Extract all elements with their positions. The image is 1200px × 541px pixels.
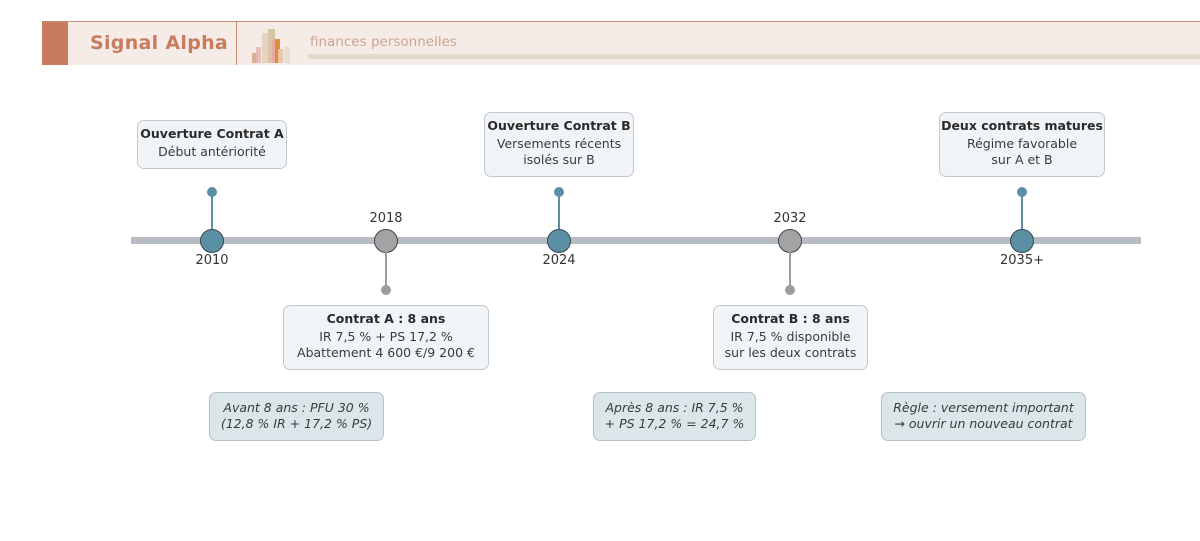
event-card-2032: Contrat B : 8 ans IR 7,5 % disponible su…: [713, 305, 868, 370]
stem-line: [211, 192, 213, 230]
note-line: (12,8 % IR + 17,2 % PS): [220, 416, 373, 431]
year-label-2010: 2010: [195, 253, 229, 268]
brand-name: Signal Alpha: [90, 32, 229, 54]
stem-dot: [785, 285, 795, 295]
stem-line: [1021, 192, 1023, 230]
event-card-2010: Ouverture Contrat A Début antériorité: [137, 120, 287, 169]
year-label-2024: 2024: [542, 253, 576, 268]
event-line: Abattement 4 600 €/9 200 €: [297, 345, 475, 360]
note-before-8-years: Avant 8 ans : PFU 30 % (12,8 % IR + 17,2…: [209, 392, 384, 441]
stem-line: [385, 252, 387, 288]
banner-accent-block: [42, 22, 68, 65]
timeline-node-2032: [778, 229, 802, 253]
event-title: Ouverture Contrat A: [140, 126, 284, 141]
tagline: finances personnelles: [310, 34, 457, 50]
header-banner: Signal Alpha finances personnelles: [42, 21, 1200, 65]
event-line: isolés sur B: [523, 152, 595, 167]
timeline-node-2035: [1010, 229, 1034, 253]
event-line: Régime favorable: [966, 136, 1078, 151]
timeline-axis: [131, 237, 1141, 244]
note-rule: Règle : versement important → ouvrir un …: [881, 392, 1086, 441]
event-title: Deux contrats matures: [941, 118, 1103, 133]
event-title: Ouverture Contrat B: [487, 118, 631, 133]
event-card-2024: Ouverture Contrat B Versements récents i…: [484, 112, 634, 177]
event-title: Contrat A : 8 ans: [326, 311, 446, 326]
event-line: sur A et B: [991, 152, 1053, 167]
note-line: Avant 8 ans : PFU 30 %: [223, 400, 370, 415]
stem-dot: [381, 285, 391, 295]
note-line: + PS 17,2 % = 24,7 %: [604, 416, 745, 431]
banner-divider: [236, 22, 237, 65]
timeline-node-2010: [200, 229, 224, 253]
event-line: sur les deux contrats: [724, 345, 857, 360]
event-title: Contrat B : 8 ans: [731, 311, 850, 326]
note-after-8-years: Après 8 ans : IR 7,5 % + PS 17,2 % = 24,…: [593, 392, 756, 441]
year-label-2035: 2035+: [1000, 253, 1044, 268]
event-line: Versements récents: [496, 136, 622, 151]
timeline-node-2018: [374, 229, 398, 253]
timeline-node-2024: [547, 229, 571, 253]
stem-line: [558, 192, 560, 230]
note-line: Règle : versement important: [893, 400, 1074, 415]
note-line: Après 8 ans : IR 7,5 %: [605, 400, 744, 415]
event-line: Début antériorité: [158, 144, 266, 159]
event-card-2035: Deux contrats matures Régime favorable s…: [939, 112, 1105, 177]
stem-line: [789, 252, 791, 288]
note-line: → ouvrir un nouveau contrat: [894, 416, 1073, 431]
event-line: IR 7,5 % disponible: [730, 329, 851, 344]
event-line: IR 7,5 % + PS 17,2 %: [319, 329, 453, 344]
year-label-2032: 2032: [773, 211, 807, 226]
event-card-2018: Contrat A : 8 ans IR 7,5 % + PS 17,2 % A…: [283, 305, 489, 370]
bar-chart-logo-icon: [248, 25, 292, 63]
tagline-underline: [308, 54, 1200, 59]
year-label-2018: 2018: [369, 211, 403, 226]
